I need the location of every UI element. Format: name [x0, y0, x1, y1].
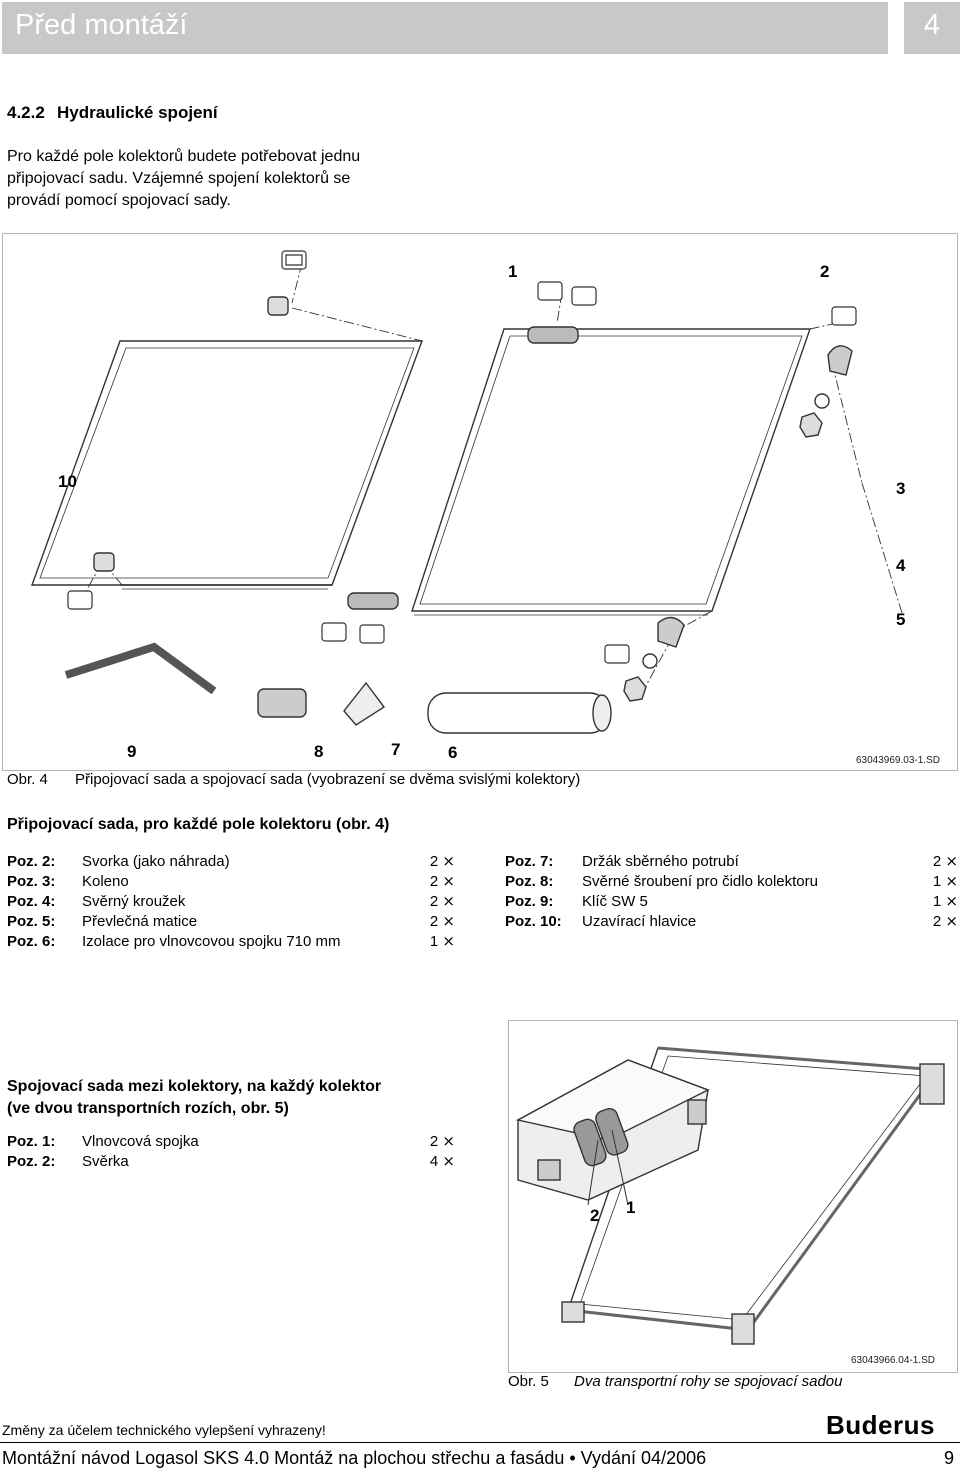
bellows-coupling-icon	[347, 326, 579, 610]
page-number: 9	[944, 1448, 955, 1468]
list-item: Poz. 3: Koleno 2 ⨯	[7, 873, 455, 890]
intro-paragraph: Pro každé pole kolektorů budete potřebov…	[7, 146, 360, 212]
list-item: Poz. 10: Uzavírací hlavice 2 ⨯	[505, 913, 958, 930]
footer-note: Změny za účelem technického vylepšení vy…	[2, 1422, 326, 1438]
figure-5-label: Obr. 5	[508, 1373, 549, 1390]
figure-4-code: 63043969.03-1.SD	[856, 755, 940, 766]
callout-5: 5	[896, 610, 906, 629]
callout-10: 10	[58, 472, 77, 491]
clip-icon	[537, 281, 597, 306]
bellows-coupling-icon	[573, 1107, 629, 1167]
chapter-number: 4	[923, 9, 941, 41]
manifold-bracket-icon	[343, 681, 386, 726]
figure-4-caption: Obr. 4 Připojovací sada a spojovací sada …	[7, 771, 580, 788]
clamping-ring-icon	[814, 393, 830, 409]
figure-5-frame	[508, 1020, 958, 1373]
list-item: Poz. 4: Svěrný kroužek 2 ⨯	[7, 893, 455, 910]
intro-line: provádí pomocí spojovací sady.	[7, 192, 231, 209]
chapter-number-box: 4	[904, 2, 960, 54]
footer-divider	[0, 1442, 960, 1443]
callout-1: 1	[508, 262, 518, 281]
clip-icon	[67, 306, 857, 664]
list-item: Poz. 7: Držák sběrného potrubí 2 ⨯	[505, 853, 958, 870]
end-cap-icon	[93, 296, 289, 572]
section-heading: 4.2.2 Hydraulické spojení	[7, 103, 218, 123]
callout-8: 8	[314, 742, 324, 761]
callout-2: 2	[820, 262, 830, 281]
intro-line: Pro každé pole kolektorů budete potřebov…	[7, 148, 361, 165]
chapter-title: Před montáží	[15, 9, 188, 41]
collector-panel-right	[411, 328, 811, 612]
callout-1-fig5: 1	[626, 1198, 636, 1217]
clamping-ring-icon	[642, 653, 658, 669]
figure-4-caption-text: Připojovací sada a spojovací sada (vyobr…	[75, 771, 581, 788]
callout-3: 3	[896, 479, 906, 498]
section-number: 4.2.2	[7, 103, 45, 122]
list-item: Poz. 8: Svěrné šroubení pro čidlo kolekt…	[505, 873, 958, 890]
transport-corner	[919, 1063, 945, 1105]
list-item: Poz. 5: Převlečná matice 2 ⨯	[7, 913, 455, 930]
section-title: Hydraulické spojení	[57, 103, 218, 122]
list-item: Poz. 1: Vlnovcová spojka 2 ⨯	[7, 1133, 455, 1150]
transport-corner	[731, 1313, 755, 1345]
insulation-tube-icon	[427, 692, 612, 734]
kit2-heading: Spojovací sada mezi kolektory, na každý …	[7, 1076, 381, 1120]
list-item: Poz. 2: Svěrka 4 ⨯	[7, 1153, 455, 1170]
brand-logo: Buderus	[826, 1410, 935, 1440]
list-item: Poz. 6: Izolace pro vlnovcovou spojku 71…	[7, 933, 455, 950]
figure-5-caption-text: Dva transportní rohy se spojovací sadou	[574, 1373, 843, 1390]
figure-4-drawing	[31, 250, 903, 734]
union-nut-icon	[623, 676, 647, 702]
callout-4: 4	[896, 556, 906, 575]
list-item: Poz. 9: Klíč SW 5 1 ⨯	[505, 893, 958, 910]
callout-7: 7	[391, 740, 401, 759]
figure-5-code: 63043966.04-1.SD	[851, 1355, 935, 1366]
callout-9: 9	[127, 742, 137, 761]
callout-2-fig5: 2	[590, 1206, 600, 1225]
list-item: Poz. 2: Svorka (jako náhrada) 2 ⨯	[7, 853, 455, 870]
kit2-heading-line: (ve dvou transportních rozích, obr. 5)	[7, 1100, 289, 1117]
allen-key-icon	[64, 642, 217, 695]
collector-panel-left	[31, 340, 424, 586]
callout-6: 6	[448, 743, 458, 762]
figure-5-drawing	[516, 1046, 945, 1345]
transport-corner	[561, 1301, 585, 1323]
sensor-fitting-icon	[257, 688, 307, 718]
figure-4-frame	[2, 233, 958, 771]
clip-icon	[281, 250, 307, 270]
figure-5-caption: Obr. 5 Dva transportní rohy se spojovací …	[508, 1373, 842, 1390]
footer-doc-title: Montážní návod Logasol SKS 4.0 Montáž na…	[2, 1448, 707, 1468]
elbow-icon	[657, 345, 853, 648]
figure-4-label: Obr. 4	[7, 771, 48, 788]
kit1-heading: Připojovací sada, pro každé pole kolekto…	[7, 816, 390, 833]
union-nut-icon	[799, 412, 823, 438]
kit2-heading-line: Spojovací sada mezi kolektory, na každý …	[7, 1078, 382, 1095]
intro-line: připojovací sadu. Vzájemné spojení kolek…	[7, 170, 351, 187]
chapter-header: Před montáží	[2, 2, 888, 54]
